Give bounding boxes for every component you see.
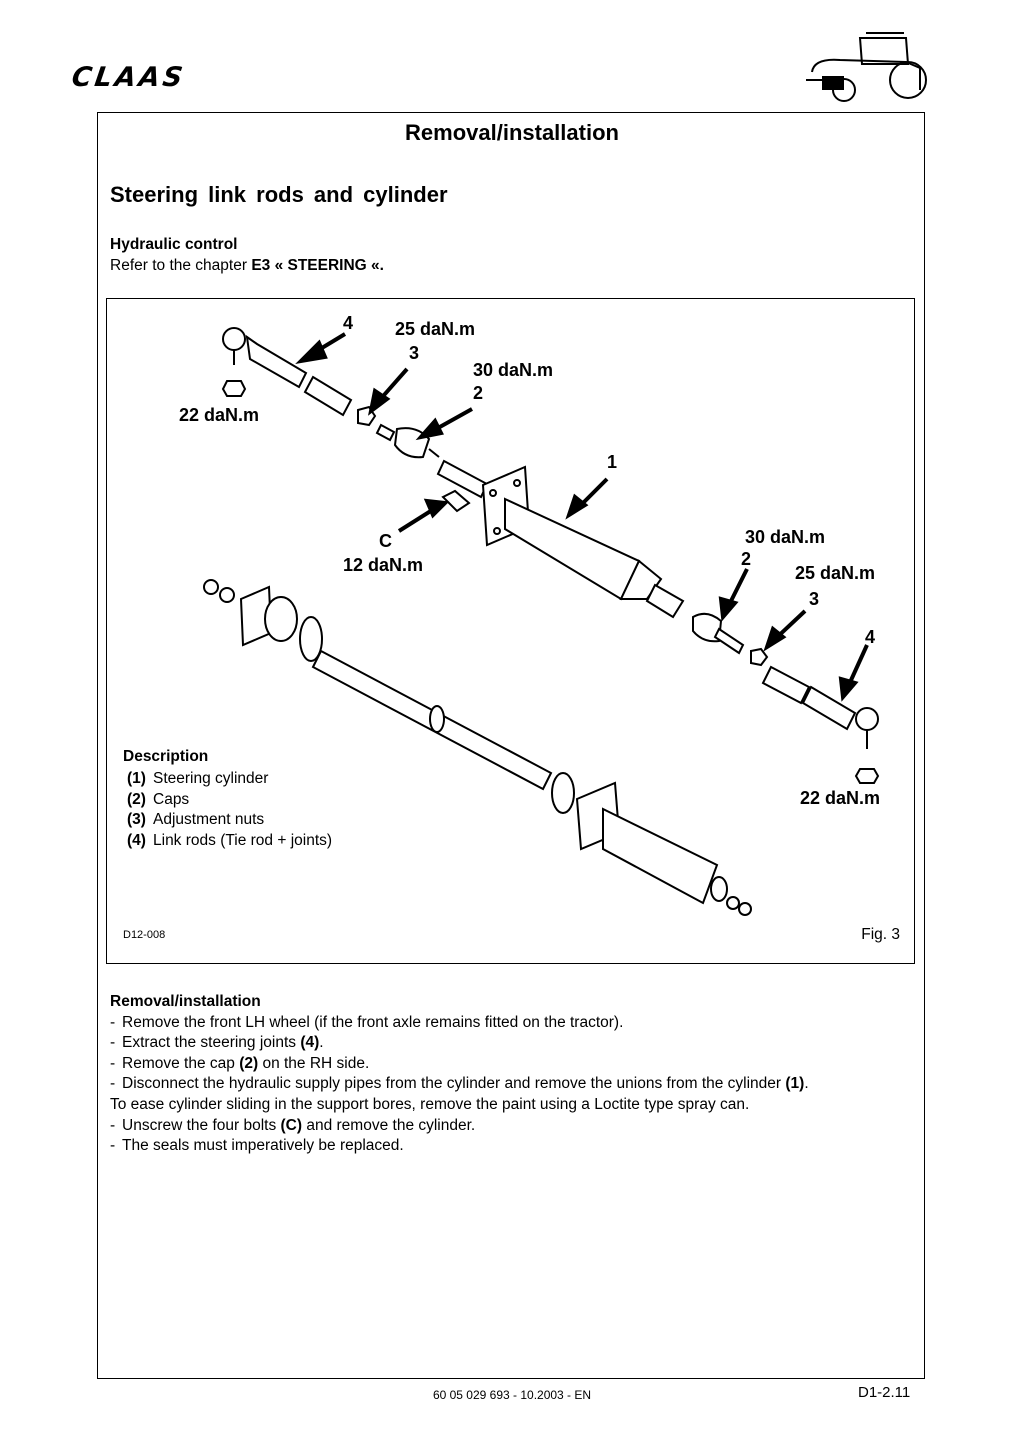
description-item: (3)Adjustment nuts (127, 811, 265, 828)
procedure-step-continuation: To ease cylinder sliding in the support … (110, 1095, 750, 1113)
description-item: (2)Caps (127, 791, 190, 808)
description-item: (1)Steering cylinder (127, 770, 269, 787)
section-title: Removal/installation (405, 120, 619, 145)
callout-torque-30-top: 30 daN.m (473, 360, 554, 380)
lower-cylinder-body (602, 807, 719, 905)
hydraulic-reference: Refer to the chapter E3 « STEERING «. (110, 257, 384, 274)
callout-torque-30-right: 30 daN.m (745, 527, 826, 547)
sleeve-right (761, 665, 811, 705)
callout-torque-12: 12 daN.m (343, 555, 424, 575)
bolt-c (441, 489, 471, 513)
hydraulic-heading: Hydraulic control (110, 236, 238, 253)
procedure-heading: Removal/installation (110, 993, 261, 1010)
description-item: (4)Link rods (Tie rod + joints) (127, 832, 333, 849)
callout-torque-25-right: 25 daN.m (795, 563, 876, 583)
figure-code: D12-008 (123, 929, 166, 941)
seal-ring-3 (726, 896, 740, 910)
procedure-step: -Unscrew the four bolts (C) and remove t… (110, 1116, 476, 1134)
procedure-step: -Remove the front LH wheel (if the front… (110, 1013, 624, 1031)
procedure: Removal/installation -Remove the front L… (110, 992, 910, 1157)
nut-right (854, 768, 880, 784)
procedure-step: -Remove the cap (2) on the RH side. (110, 1054, 370, 1072)
tie-rod-right (801, 685, 857, 731)
procedure-step: -Disconnect the hydraulic supply pipes f… (110, 1075, 809, 1093)
ball-joint-left (222, 327, 246, 351)
tie-rod-left (245, 334, 308, 389)
nut-left (221, 380, 247, 397)
claas-logo: CLAAS (69, 62, 188, 93)
threaded-stud-right (713, 627, 745, 655)
tractor-icon (806, 32, 927, 102)
piston-rod-left (436, 459, 489, 499)
procedure-step: -Extract the steering joints (4). (110, 1034, 324, 1052)
callout-4-right: 4 (865, 627, 876, 647)
procedure-step: -The seals must imperatively be replaced… (110, 1137, 404, 1155)
callout-torque-25-top: 25 daN.m (395, 319, 476, 339)
sleeve-left (303, 375, 353, 417)
o-ring-right (551, 772, 575, 814)
figure-steering-assembly: 4 25 daN.m 3 30 daN.m 2 22 daN.m 1 C 12 … (106, 298, 915, 964)
exploded-view-drawing (203, 327, 880, 916)
cap-right (692, 612, 723, 643)
adjust-nut-right (750, 647, 769, 667)
callout-torque-22-left: 22 daN.m (179, 405, 260, 425)
callout-torque-22-right: 22 daN.m (800, 788, 881, 808)
footer-page-number: D1-2.11 (858, 1384, 911, 1401)
piston-rod-right (645, 583, 685, 619)
seal-ring-1 (203, 579, 219, 595)
callout-3-right: 3 (809, 589, 820, 609)
callout-2-right: 2 (741, 549, 752, 569)
page-title: Steering link rods and cylinder (110, 182, 448, 207)
callout-1: 1 (607, 452, 618, 472)
figure-number: Fig. 3 (861, 926, 900, 943)
o-ring-left (299, 616, 323, 662)
callout-2-top: 2 (473, 383, 484, 403)
page-frame (97, 112, 925, 1379)
ball-joint-right (855, 707, 879, 731)
callout-3-top: 3 (409, 343, 420, 363)
seal-ring-4 (738, 902, 752, 916)
callout-c: C (379, 531, 392, 551)
seal-ring-2 (219, 587, 235, 603)
callout-4-top: 4 (343, 313, 354, 333)
description-heading: Description (123, 748, 209, 765)
footer-document-code: 60 05 029 693 - 10.2003 - EN (432, 1388, 592, 1402)
threaded-stud-left (375, 423, 396, 442)
